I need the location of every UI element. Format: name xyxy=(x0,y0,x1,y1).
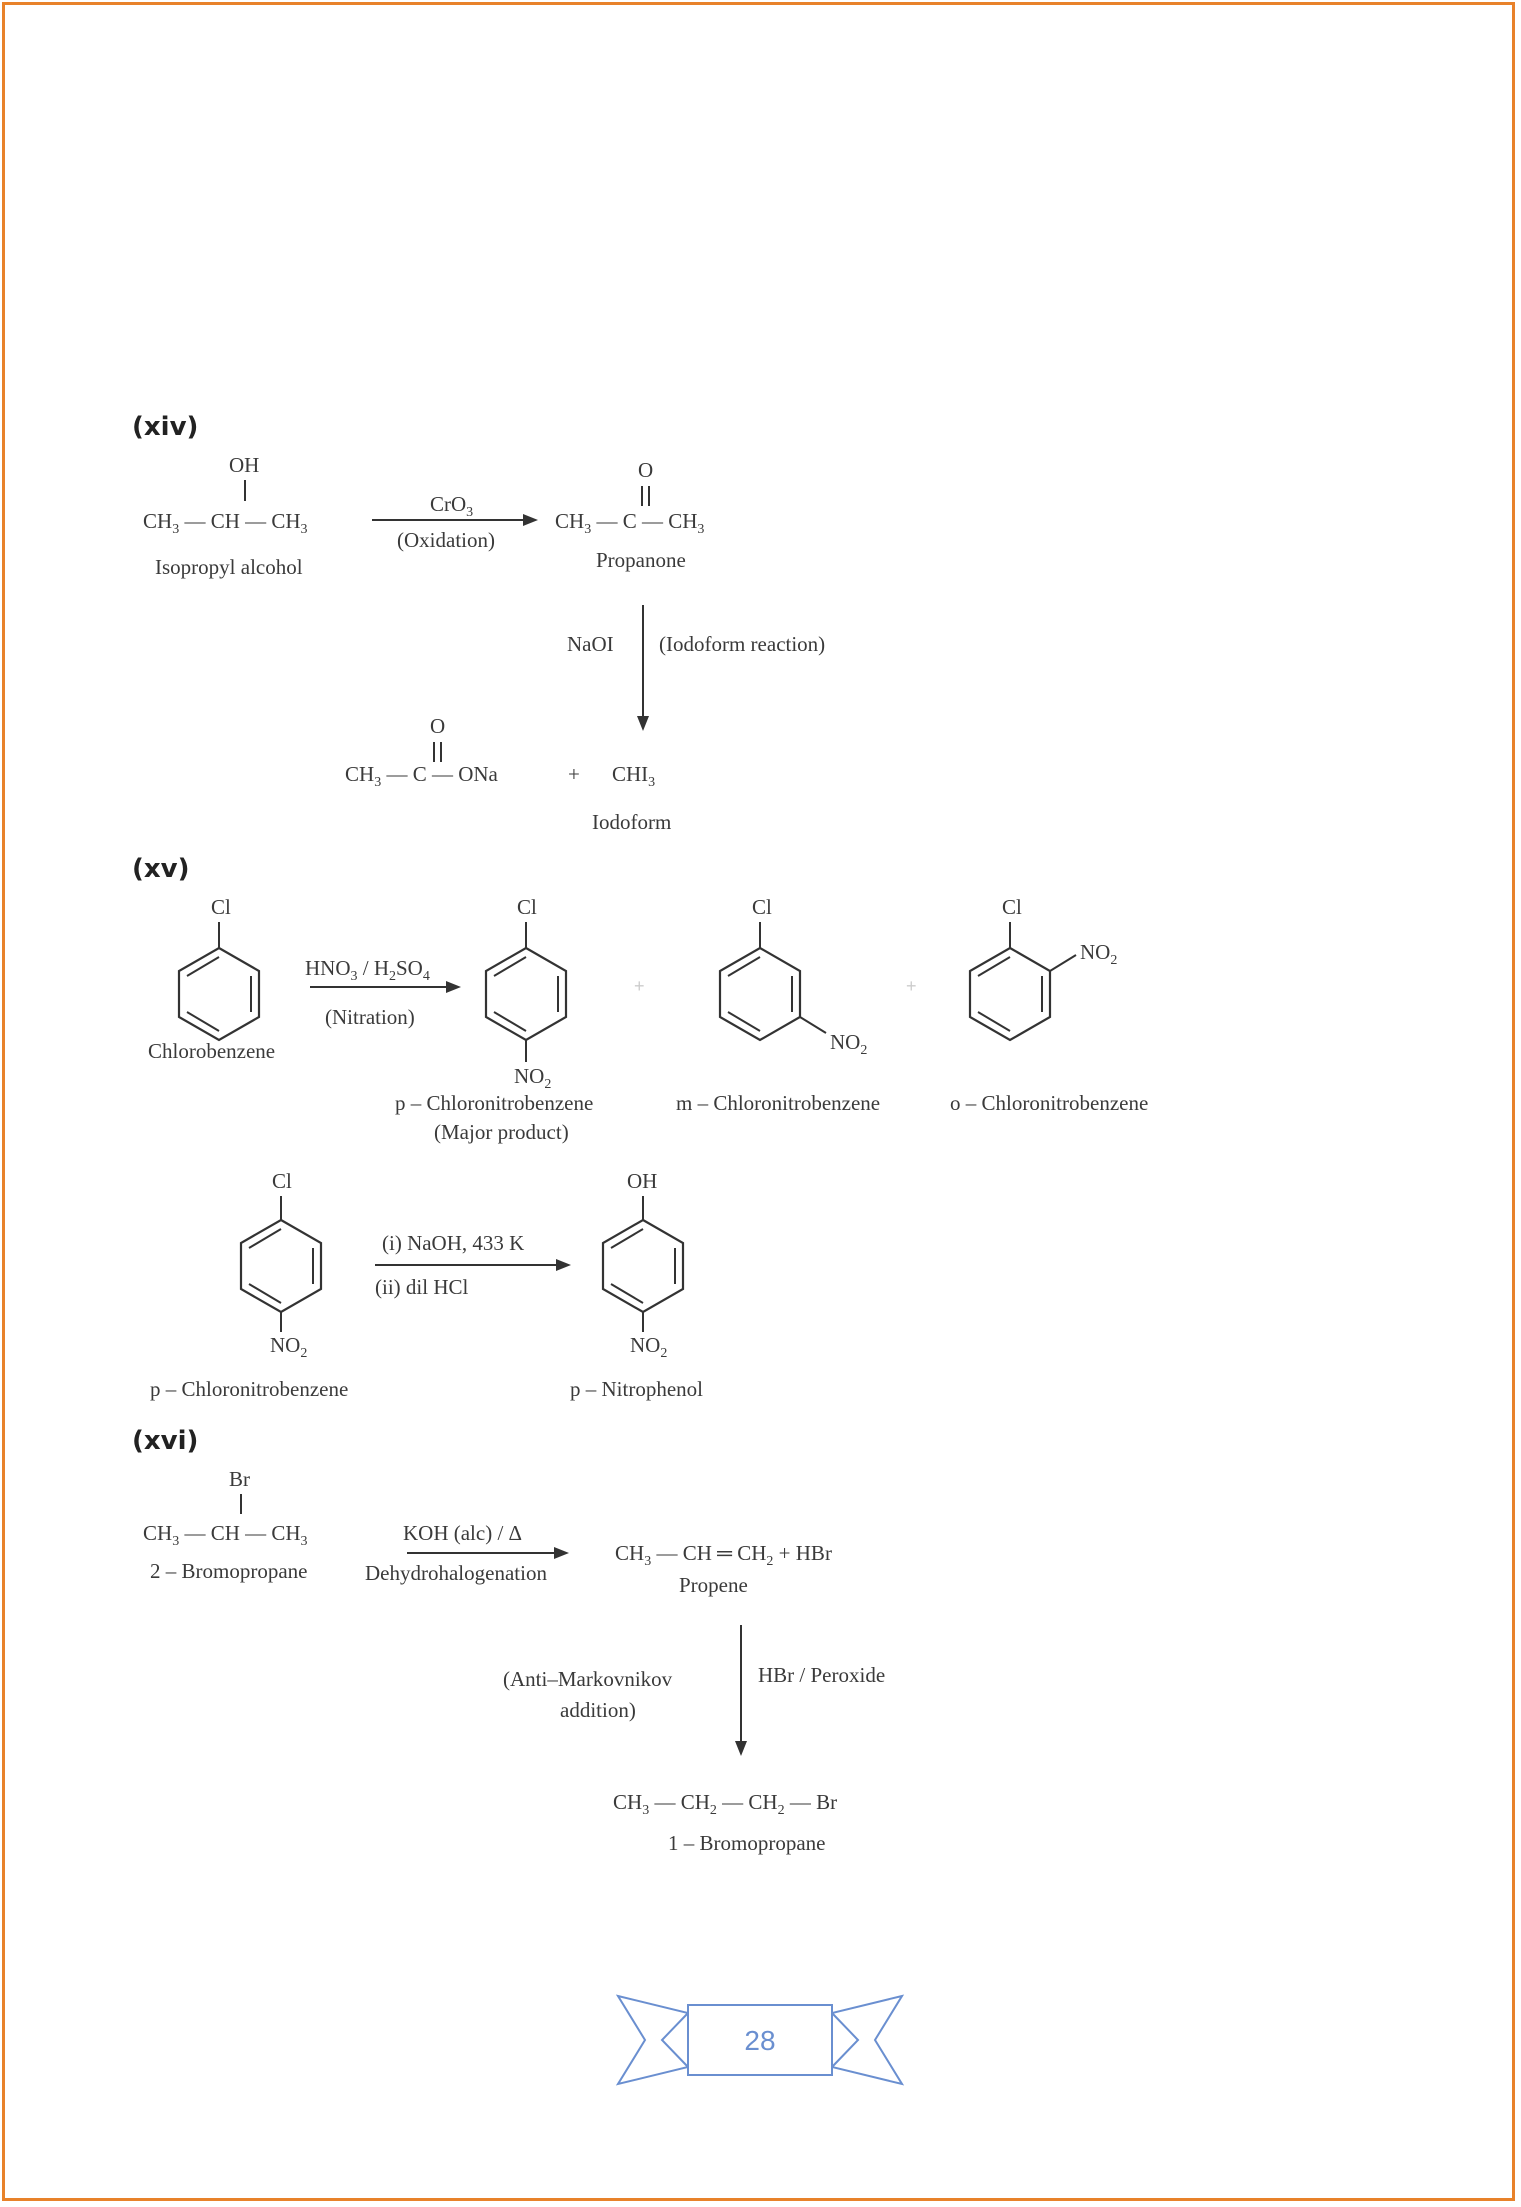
xiv-ketone-oxygen: O xyxy=(638,458,653,482)
xvi-propene-formula: CH3 — CH ═ CH2 + HBr xyxy=(615,1541,832,1569)
xvi-reagent-hbr-peroxide: HBr / Peroxide xyxy=(758,1663,885,1687)
xvi-propene: CH3 — CH ═ CH2 + HBr Propene xyxy=(615,1541,832,1597)
xv-m-chloronitrobenzene: Cl NO2 m – Chloronitrobenzene xyxy=(676,895,880,1115)
xv-m-name: m – Chloronitrobenzene xyxy=(676,1091,880,1115)
xv-o-name: o – Chloronitrobenzene xyxy=(950,1091,1148,1115)
xiv-reagent-naoi: NaOI xyxy=(567,632,614,656)
page-number: 28 xyxy=(744,2025,775,2056)
xv-step2-arrow: (i) NaOH, 433 K (ii) dil HCl xyxy=(375,1231,571,1299)
xvi-product-name: 1 – Bromopropane xyxy=(668,1831,825,1855)
xv-step2-cl-label: Cl xyxy=(272,1169,292,1193)
section-label-xv: (xv) xyxy=(132,854,189,884)
xv-p-no2-label: NO2 xyxy=(514,1064,551,1092)
xiv-acetate-oxygen: O xyxy=(430,714,445,738)
xiv-products: O CH3 — C — ONa + CHI3 Iodoform xyxy=(345,714,671,834)
xiv-iodoform-name: Iodoform xyxy=(592,810,671,834)
xiv-oh-group: OH xyxy=(229,453,259,477)
xv-step2-reagent-1: (i) NaOH, 433 K xyxy=(382,1231,524,1255)
xv-p-name: p – Chloronitrobenzene xyxy=(395,1091,593,1115)
xv-o-no2-label: NO2 xyxy=(1080,940,1117,968)
xiv-arrow-oxidation: CrO3 (Oxidation) xyxy=(372,492,538,552)
xvi-product: CH3 — CH2 — CH2 — Br 1 – Bromopropane xyxy=(613,1790,837,1855)
xiv-reactant-name: Isopropyl alcohol xyxy=(155,555,303,579)
xv-condition-nitration: (Nitration) xyxy=(325,1005,415,1029)
xvi-reagent-koh: KOH (alc) / Δ xyxy=(403,1521,522,1545)
xiv-reagent-cro3: CrO3 xyxy=(430,492,473,520)
xv-o-cl-label: Cl xyxy=(1002,895,1022,919)
xiv-condition-oxidation: (Oxidation) xyxy=(397,528,495,552)
xiv-arrow-iodoform: NaOI (Iodoform reaction) xyxy=(567,605,825,731)
xv-chlorobenzene-name: Chlorobenzene xyxy=(148,1039,275,1063)
xvi-condition-2-line2: addition) xyxy=(560,1698,636,1722)
xv-step2-no2-label: NO2 xyxy=(270,1333,307,1361)
xvi-condition-dehydrohalogenation: Dehydrohalogenation xyxy=(365,1561,547,1585)
xv-p-major-note: (Major product) xyxy=(434,1120,569,1144)
xiv-reactant: OH CH3 — CH — CH3 Isopropyl alcohol xyxy=(143,453,308,579)
xvi-reactant-name: 2 – Bromopropane xyxy=(150,1559,307,1583)
xv-p-chloronitrobenzene: Cl NO2 p – Chloronitrobenzene (Major pro… xyxy=(395,895,593,1144)
xv-cl-label: Cl xyxy=(211,895,231,919)
xv-step2-reagent-2: (ii) dil HCl xyxy=(375,1275,468,1299)
xiv-ketone-name: Propanone xyxy=(596,548,686,572)
xiv-plus: + xyxy=(568,762,580,786)
xiv-ketone-formula: CH3 — C — CH3 xyxy=(555,509,704,537)
xvi-reactant: Br CH3 — CH — CH3 2 – Bromopropane xyxy=(143,1467,308,1583)
xv-reagent-nitration: HNO3 / H2SO4 xyxy=(305,956,430,984)
xvi-br-label: Br xyxy=(229,1467,250,1491)
xv-o-chloronitrobenzene: Cl NO2 o – Chloronitrobenzene xyxy=(950,895,1148,1115)
xvi-arrow-dehydrohalogenation: KOH (alc) / Δ Dehydrohalogenation xyxy=(365,1521,569,1585)
section-label-xvi: (xvi) xyxy=(132,1426,198,1456)
xiv-condition-iodoform: (Iodoform reaction) xyxy=(659,632,825,656)
xvi-reactant-formula: CH3 — CH — CH3 xyxy=(143,1521,308,1549)
xvi-condition-2-line1: (Anti–Markovnikov xyxy=(503,1667,673,1691)
xv-p-cl-label: Cl xyxy=(517,895,537,919)
xiv-ketone: O CH3 — C — CH3 Propanone xyxy=(555,458,704,572)
xv-step2-product-no2-label: NO2 xyxy=(630,1333,667,1361)
xv-m-no2-label: NO2 xyxy=(830,1030,867,1058)
xiv-reactant-formula: CH3 — CH — CH3 xyxy=(143,509,308,537)
xv-chlorobenzene: Cl Chlorobenzene xyxy=(148,895,275,1063)
section-label-xiv: (xiv) xyxy=(132,412,198,442)
xv-step2-reactant: Cl NO2 p – Chloronitrobenzene xyxy=(150,1169,348,1401)
xv-step2-product: OH NO2 p – Nitrophenol xyxy=(570,1169,703,1401)
xv-step2-product-name: p – Nitrophenol xyxy=(570,1377,703,1401)
xv-step2-oh-label: OH xyxy=(627,1169,657,1193)
xvi-arrow-anti-markovnikov: (Anti–Markovnikov addition) HBr / Peroxi… xyxy=(503,1625,885,1756)
xv-arrow-nitration: HNO3 / H2SO4 (Nitration) xyxy=(305,956,461,1029)
xvi-product-formula: CH3 — CH2 — CH2 — Br xyxy=(613,1790,837,1818)
xv-plus-1: + xyxy=(634,976,645,996)
xv-step2-reactant-name: p – Chloronitrobenzene xyxy=(150,1377,348,1401)
xv-plus-2: + xyxy=(906,976,917,996)
xiv-iodoform-formula: CHI3 xyxy=(612,762,655,790)
xiv-acetate-formula: CH3 — C — ONa xyxy=(345,762,499,790)
xvi-propene-name: Propene xyxy=(679,1573,748,1597)
xv-m-cl-label: Cl xyxy=(752,895,772,919)
page-number-badge: 28 xyxy=(615,1994,905,2086)
